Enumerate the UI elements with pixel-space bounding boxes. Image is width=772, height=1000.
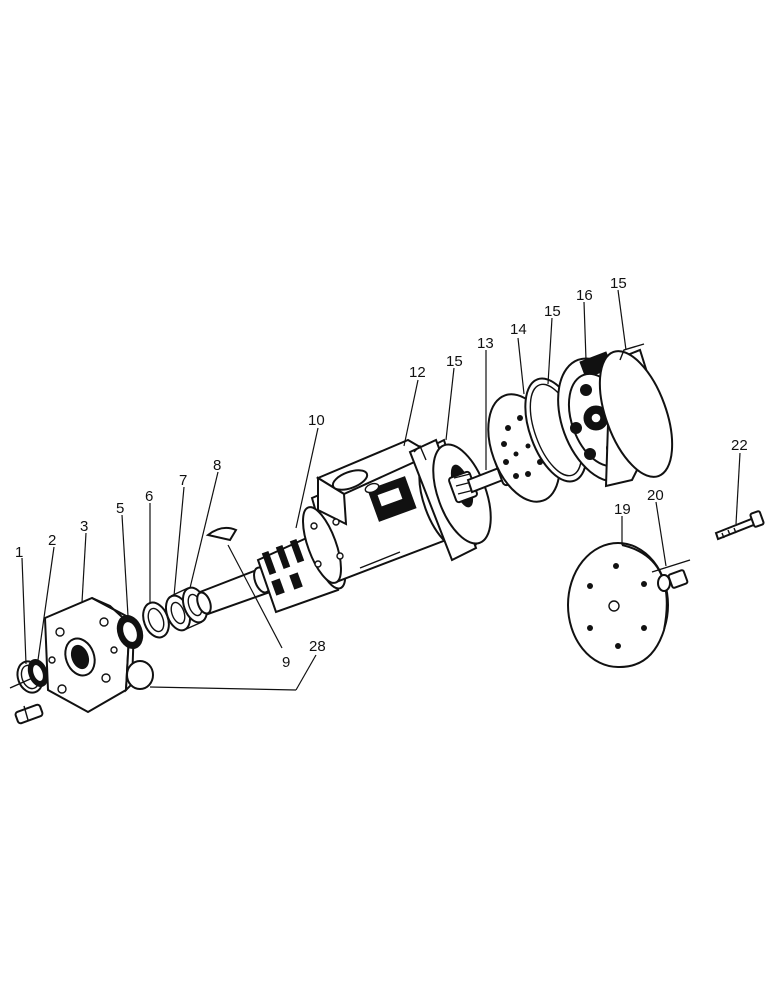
part-7-bearing <box>164 586 209 632</box>
callout-labels: 1 2 3 5 6 7 8 9 10 12 15 13 14 15 16 15 … <box>15 275 748 671</box>
part-2-seal-ring <box>27 658 49 688</box>
callout-3: 3 <box>80 518 88 535</box>
callout-13: 13 <box>477 335 494 352</box>
callout-6: 6 <box>145 488 153 505</box>
callout-16: 16 <box>576 287 593 304</box>
callout-15-left: 15 <box>446 353 463 370</box>
part-3-mounting-flange <box>43 596 136 714</box>
part-22-bolt <box>714 510 765 541</box>
callout-7: 7 <box>179 472 187 489</box>
callout-1: 1 <box>15 544 23 561</box>
part-19-end-cap <box>567 542 669 669</box>
part-28-o-ring <box>126 660 154 690</box>
callout-22: 22 <box>731 437 748 454</box>
callout-19: 19 <box>614 501 631 518</box>
callout-8: 8 <box>213 457 221 474</box>
callout-9: 9 <box>282 654 290 671</box>
part-9-key <box>205 526 238 542</box>
callout-20: 20 <box>647 487 664 504</box>
part-15-end-cover <box>598 343 674 488</box>
flange-bolt <box>14 703 44 725</box>
callout-28: 28 <box>309 638 326 655</box>
part-20-plug <box>651 559 691 592</box>
callout-15-middle: 15 <box>544 303 561 320</box>
callout-15-right: 15 <box>610 275 627 292</box>
callout-2: 2 <box>48 532 56 549</box>
callout-12: 12 <box>409 364 426 381</box>
callout-14: 14 <box>510 321 527 338</box>
callout-10: 10 <box>308 412 325 429</box>
leader-lines <box>21 289 741 691</box>
callout-5: 5 <box>116 500 124 517</box>
part-5-shaft-seal <box>116 615 144 649</box>
